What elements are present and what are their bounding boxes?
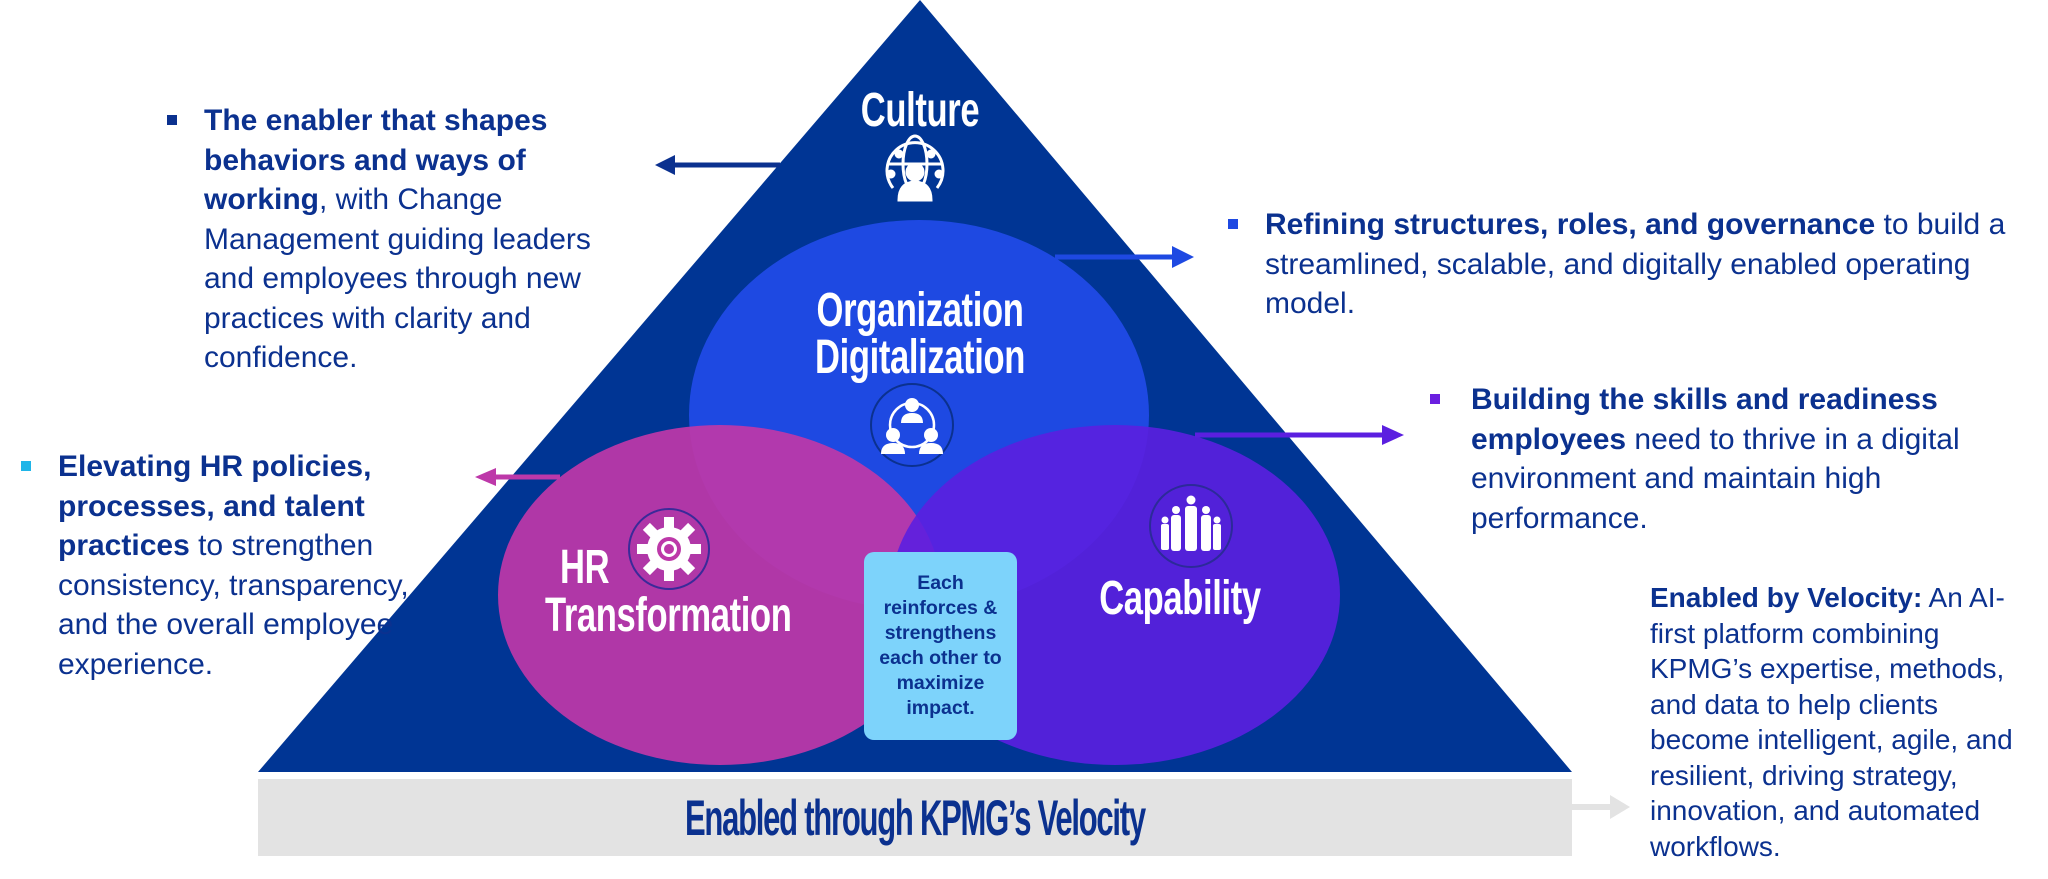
velocity-arrow [1572, 795, 1630, 819]
culture-callout-bold: The enabler that shapes behaviors and wa… [204, 104, 548, 216]
hr-label-line1: HR [560, 541, 610, 594]
base-bar-label-wrap: Enabled through KPMG’s Velocity [258, 779, 1572, 856]
gear-icon [628, 508, 710, 590]
center-note-text: Each reinforces & strengthens each other… [879, 572, 1002, 719]
hr-label-line2: Transformation [545, 589, 792, 642]
org-digitalization-label-line2: Digitalization [814, 331, 1025, 384]
org-bullet [1228, 219, 1238, 229]
culture-callout-rest: , with Change Management guiding leaders… [204, 183, 591, 374]
center-note-box: Each reinforces & strengthens each other… [864, 552, 1017, 740]
culture-bullet [167, 115, 177, 125]
capability-callout: Building the skills and readiness employ… [1471, 380, 1991, 538]
capability-bullet [1430, 394, 1440, 404]
culture-arrow [655, 155, 780, 175]
capability-callout-bold: Building the skills and readiness employ… [1471, 383, 1938, 456]
capability-label: Capability [1099, 572, 1261, 625]
hr-bullet [21, 461, 31, 471]
hr-arrow [475, 468, 560, 486]
velocity-callout-rest: An AI-first platform combining KPMG’s ex… [1650, 582, 2013, 862]
org-callout-rest: to build a streamlined, scalable, and di… [1265, 208, 2006, 320]
hr-callout-rest: to strengthen consistency, transparency,… [58, 529, 409, 681]
org-digitalization-label-line1: Organization [816, 284, 1024, 337]
capability-arrow [1195, 425, 1404, 445]
hr-callout-bold: Elevating HR policies, processes, and ta… [58, 450, 372, 562]
org-arrow [1055, 246, 1194, 268]
base-bar-label: Enabled through KPMG’s Velocity [685, 789, 1146, 846]
hr-transformation-circle [498, 425, 942, 765]
org-callout-bold: Refining structures, roles, and governan… [1265, 208, 1876, 241]
velocity-callout-bold: Enabled by Velocity: [1650, 582, 1923, 613]
hr-callout: Elevating HR policies, processes, and ta… [58, 447, 418, 684]
culture-callout: The enabler that shapes behaviors and wa… [204, 101, 644, 378]
global-leader-icon [885, 134, 945, 202]
people-group-icon [1149, 484, 1233, 568]
velocity-callout: Enabled by Velocity: An AI-first platfor… [1650, 580, 2030, 864]
culture-label: Culture [860, 84, 980, 137]
capability-callout-rest: need to thrive in a digital environment … [1471, 422, 1960, 535]
base-bar [258, 779, 1572, 856]
org-callout: Refining structures, roles, and governan… [1265, 205, 2010, 324]
team-network-icon [870, 383, 954, 467]
